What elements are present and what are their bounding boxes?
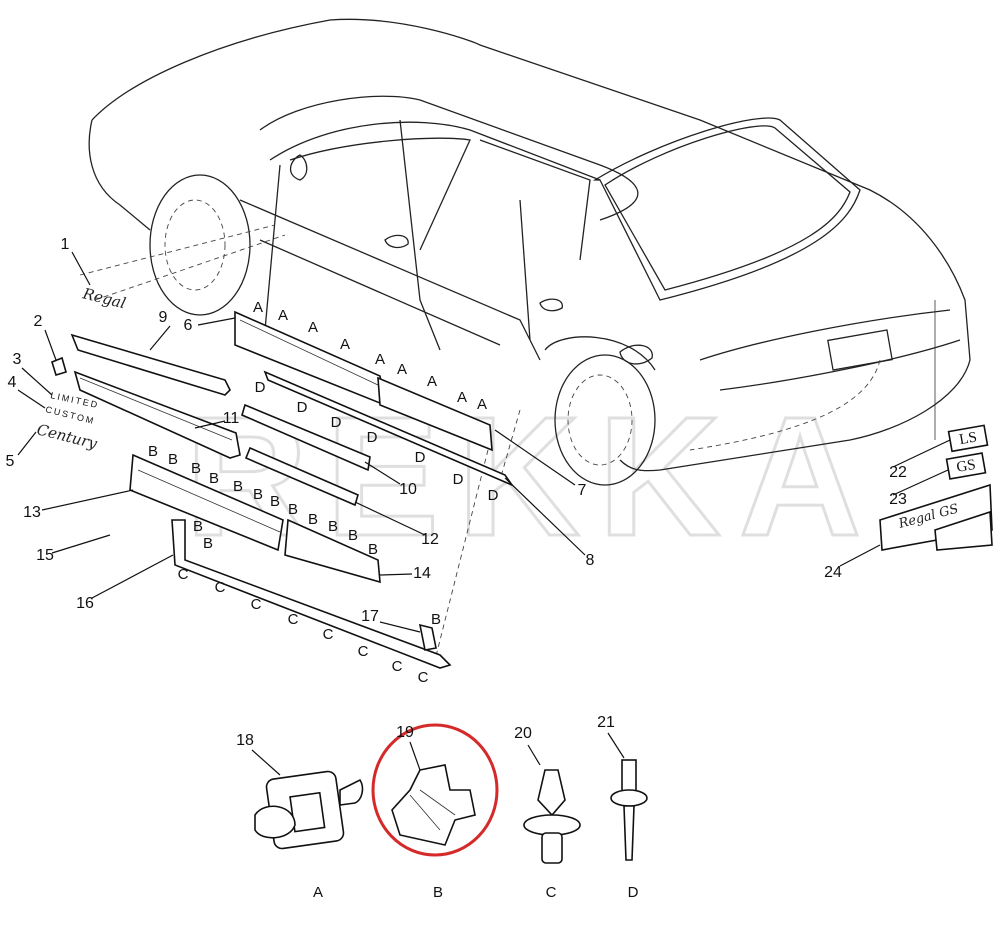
- clip-letter-c: C: [392, 658, 403, 675]
- clip-letter-b: B: [233, 478, 243, 495]
- clip-letter-c: C: [251, 596, 262, 613]
- callout-1: 1: [61, 236, 70, 253]
- clip-letter-c: C: [418, 669, 429, 686]
- callout-14: 14: [413, 565, 431, 582]
- clip-letter-d: D: [297, 399, 308, 416]
- callout-12: 12: [421, 531, 439, 548]
- clip-letter-a: A: [340, 336, 350, 353]
- clip-letter-a: A: [375, 351, 385, 368]
- callout-21: 21: [597, 714, 615, 731]
- callout-24: 24: [824, 564, 842, 581]
- clip-letter-b: B: [148, 443, 158, 460]
- rocker-16: [171, 519, 452, 669]
- fastener-20: [523, 769, 581, 864]
- clip-letter-d: D: [415, 449, 426, 466]
- clip-letter-b: B: [348, 527, 358, 544]
- fastener-label-d: D: [628, 884, 639, 901]
- clip-letter-a: A: [308, 319, 318, 336]
- molding-9: [70, 333, 231, 396]
- clip-letter-b: B: [308, 511, 318, 528]
- callout-6: 6: [184, 317, 193, 334]
- clip-letter-a: A: [397, 361, 407, 378]
- part-number-callouts: 1 2 3 4 5 6 7 8 9 10 11 12 13 14 15 16 1…: [6, 236, 907, 749]
- highlight-circle: [371, 723, 499, 857]
- clip-letter-d: D: [255, 379, 266, 396]
- fastener-18: [254, 770, 364, 850]
- clip-letter-c: C: [288, 611, 299, 628]
- clip-letter-b: B: [368, 541, 378, 558]
- callout-3: 3: [13, 351, 22, 368]
- clip-letter-c: C: [358, 643, 369, 660]
- gs-badge: GS: [955, 457, 977, 476]
- molding-parts: [70, 310, 515, 669]
- clip-letter-d: D: [331, 414, 342, 431]
- clip-letter-b: B: [168, 451, 178, 468]
- ls-badge: LS: [958, 429, 978, 448]
- molding-12: [244, 446, 359, 507]
- fastener-letters: A B C D: [313, 884, 639, 901]
- fastener-19: [391, 764, 476, 846]
- bracket-17: [418, 623, 437, 651]
- molding-10: [241, 403, 371, 472]
- callout-22: 22: [889, 464, 907, 481]
- clip-letter-a: A: [457, 389, 467, 406]
- callout-7: 7: [578, 482, 587, 499]
- clip-letter-c: C: [323, 626, 334, 643]
- fastener-label-a: A: [313, 884, 323, 901]
- callout-11: 11: [223, 410, 240, 427]
- callout-20: 20: [514, 725, 532, 742]
- clip-letter-b: B: [191, 460, 201, 477]
- callout-17: 17: [361, 608, 379, 625]
- molding-6b: [377, 376, 493, 452]
- clip-letter-b: B: [328, 518, 338, 535]
- callout-16: 16: [76, 595, 94, 612]
- callout-10: 10: [399, 481, 417, 498]
- fastener-21: [610, 759, 648, 861]
- panel-13: [129, 453, 284, 552]
- clip-letter-d: D: [488, 487, 499, 504]
- callout-8: 8: [586, 552, 595, 569]
- regal-emblem: Regal: [80, 284, 128, 312]
- clip-letter-d: D: [367, 429, 378, 446]
- callout-5: 5: [6, 453, 15, 470]
- callout-2: 2: [34, 313, 43, 330]
- fastener-label-c: C: [546, 884, 557, 901]
- clip-letter-b: B: [270, 493, 280, 510]
- leader-lines: [17, 251, 951, 776]
- clip-letter-b: B: [193, 518, 203, 535]
- clip-letter-b: B: [288, 501, 298, 518]
- clip-letter-b: B: [203, 535, 213, 552]
- clip-letter-a: A: [427, 373, 437, 390]
- callout-9: 9: [159, 309, 168, 326]
- clip-letter-d: D: [453, 471, 464, 488]
- callout-4: 4: [8, 374, 17, 391]
- car-body-outline: [79, 18, 971, 661]
- emblems: Regal LIMITED CUSTOM Century LS GS Regal…: [35, 284, 993, 551]
- clip-letter-a: A: [253, 299, 263, 316]
- century-emblem: Century: [35, 420, 99, 452]
- clip-letter-b: B: [209, 470, 219, 487]
- panel-14: [284, 518, 381, 584]
- clip-letter-a: A: [278, 307, 288, 324]
- callout-13: 13: [23, 504, 41, 521]
- clip-letter-b: B: [253, 486, 263, 503]
- molding-11: [73, 370, 241, 459]
- callout-18: 18: [236, 732, 254, 749]
- callout-19: 19: [396, 724, 414, 741]
- callout-23: 23: [889, 491, 907, 508]
- clip-letter-c: C: [178, 566, 189, 583]
- clip-letter-a: A: [477, 396, 487, 413]
- clip-letter-b: B: [431, 611, 441, 628]
- callout-15: 15: [36, 547, 54, 564]
- fastener-label-b: B: [433, 884, 443, 901]
- clip-letter-c: C: [215, 579, 226, 596]
- emblem-2: [51, 356, 67, 376]
